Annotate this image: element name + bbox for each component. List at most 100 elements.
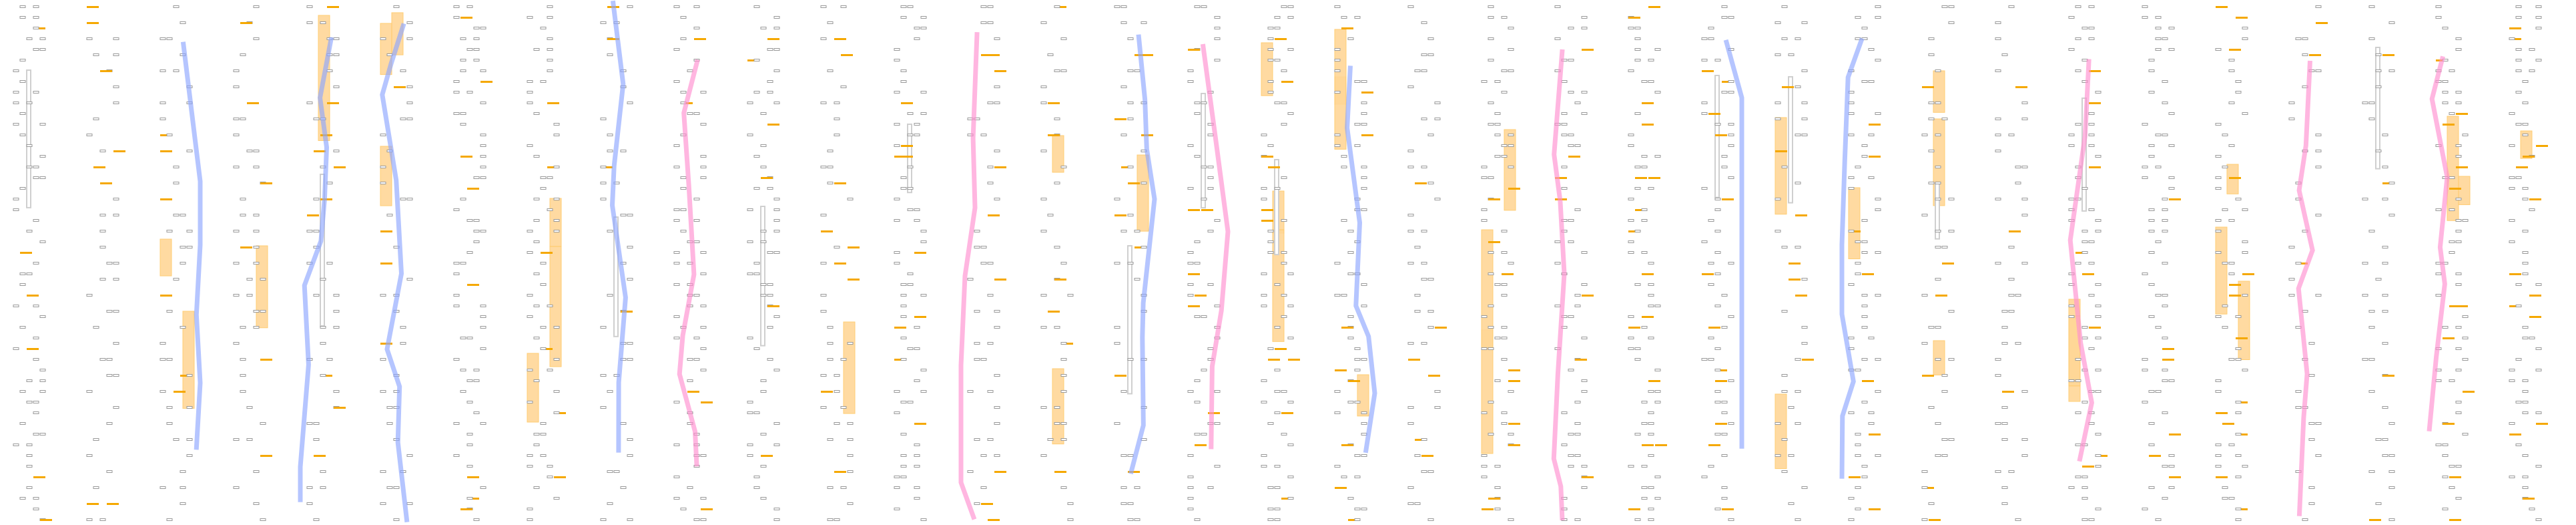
- token-mark: [747, 240, 753, 243]
- token-mark: [1334, 134, 1341, 136]
- token-mark: [1875, 251, 1881, 254]
- token-mark: [1421, 53, 1427, 56]
- token-mark: [1648, 59, 1654, 61]
- token-mark: [2162, 80, 2168, 83]
- token-mark: [1494, 155, 1501, 158]
- token-mark: [753, 273, 760, 275]
- highlight-dash: [1348, 519, 1360, 521]
- token-mark: [1708, 37, 1714, 40]
- highlight-dash: [1054, 279, 1066, 281]
- pink-path: [677, 59, 700, 467]
- highlight-dash: [1508, 444, 1520, 446]
- token-mark: [1201, 433, 1207, 435]
- token-mark: [2375, 502, 2382, 505]
- highlight-dash: [994, 471, 1006, 473]
- token-mark: [39, 123, 46, 126]
- token-mark: [1421, 166, 1427, 168]
- token-mark: [1334, 411, 1341, 414]
- highlight-span: [843, 321, 856, 414]
- token-mark: [527, 102, 533, 104]
- highlight-dash: [914, 252, 926, 254]
- token-mark: [773, 230, 780, 232]
- highlight-dash: [1715, 369, 1727, 371]
- token-mark: [453, 305, 460, 307]
- highlight-dash: [901, 102, 913, 104]
- token-mark: [1641, 326, 1648, 329]
- token-mark: [2382, 310, 2388, 313]
- token-mark: [1281, 102, 1287, 104]
- token-mark: [773, 422, 780, 425]
- token-mark: [600, 406, 607, 409]
- token-mark: [1875, 358, 1881, 361]
- token-mark: [2382, 294, 2388, 297]
- token-mark: [1407, 230, 1414, 232]
- token-mark: [900, 176, 907, 179]
- highlight-dash: [767, 124, 779, 126]
- token-mark: [700, 123, 707, 126]
- highlight-dash: [834, 262, 846, 265]
- token-mark: [1634, 283, 1641, 286]
- token-mark: [620, 486, 627, 489]
- token-mark: [1948, 438, 1955, 441]
- highlight-dash: [1415, 182, 1427, 184]
- token-mark: [253, 214, 260, 216]
- token-mark: [914, 219, 920, 222]
- token-mark: [1501, 69, 1508, 72]
- token-mark: [533, 155, 540, 158]
- token-mark: [2068, 198, 2075, 200]
- token-mark: [320, 326, 326, 329]
- token-mark: [1574, 294, 1581, 297]
- token-mark: [1347, 337, 1354, 339]
- token-mark: [1267, 91, 1274, 94]
- token-mark: [987, 21, 994, 24]
- highlight-dash: [1789, 262, 1801, 265]
- highlight-dash: [2216, 476, 2228, 478]
- token-mark: [753, 347, 760, 350]
- token-mark: [1040, 406, 1047, 409]
- token-mark: [313, 438, 320, 441]
- token-mark: [2449, 69, 2455, 72]
- token-mark: [1728, 16, 1734, 19]
- highlight-dash: [1582, 476, 1594, 478]
- token-mark: [159, 37, 166, 40]
- token-mark: [1788, 53, 1795, 56]
- token-mark: [547, 59, 553, 61]
- highlight-dash: [100, 182, 112, 184]
- token-mark: [1641, 166, 1648, 168]
- token-mark: [2295, 37, 2302, 40]
- token-mark: [2081, 497, 2088, 500]
- highlight-dash: [994, 279, 1006, 281]
- token-mark: [2088, 294, 2095, 297]
- highlight-dash: [2509, 305, 2521, 307]
- token-mark: [480, 486, 487, 489]
- token-mark: [920, 16, 927, 19]
- token-mark: [527, 369, 533, 371]
- token-mark: [1040, 294, 1047, 297]
- token-mark: [1628, 337, 1634, 339]
- highlight-span: [380, 146, 392, 206]
- highlight-dash: [1348, 380, 1360, 382]
- token-mark: [1287, 497, 1294, 500]
- token-mark: [453, 80, 460, 83]
- token-mark: [320, 374, 326, 377]
- token-mark: [2382, 454, 2388, 457]
- highlight-dash: [1275, 348, 1287, 350]
- token-mark: [2081, 326, 2088, 329]
- token-mark: [159, 342, 166, 345]
- token-mark: [233, 230, 240, 232]
- token-mark: [820, 310, 827, 313]
- token-mark: [533, 240, 540, 243]
- highlight-dash: [601, 166, 613, 168]
- token-mark: [19, 134, 26, 136]
- highlight-dash: [1702, 70, 1714, 72]
- token-mark: [1287, 305, 1294, 307]
- token-mark: [847, 422, 854, 425]
- highlight-dash: [1849, 476, 1861, 478]
- token-mark: [1708, 27, 1714, 29]
- token-mark: [1641, 208, 1648, 211]
- token-mark: [1274, 369, 1281, 371]
- highlight-dash: [2443, 337, 2455, 339]
- token-mark: [2382, 198, 2388, 200]
- token-mark: [1054, 406, 1060, 409]
- token-mark: [386, 214, 393, 216]
